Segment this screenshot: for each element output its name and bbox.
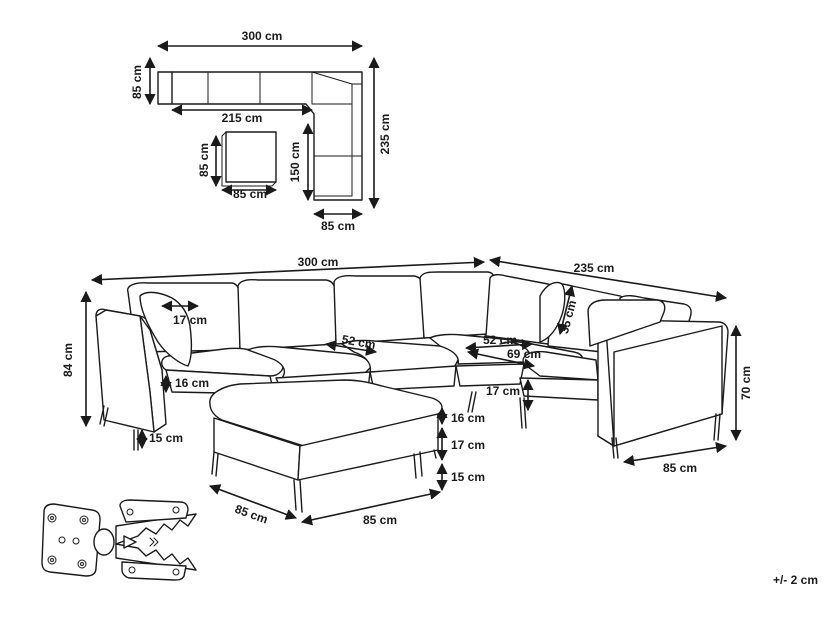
- plan-ottoman-depth-label: 85 cm: [197, 143, 211, 177]
- plan-depth-right-label: 85 cm: [321, 219, 355, 233]
- sofa-height-left-label: 84 cm: [61, 343, 75, 377]
- plan-depth-left-label: 85 cm: [130, 65, 144, 99]
- tolerance-note: +/- 2 cm: [773, 573, 818, 587]
- leg-left-label: 15 cm: [149, 431, 183, 445]
- plan-ottoman: [225, 131, 277, 183]
- sofa-height-right-label: 70 cm: [739, 366, 753, 400]
- seat-thickness-left-label: 16 cm: [175, 376, 209, 390]
- ottoman-top-label: 16 cm: [451, 411, 485, 425]
- sofa-depth-right-label: 85 cm: [663, 461, 697, 475]
- plan-width-top-label: 300 cm: [242, 29, 283, 43]
- perspective-view: 300 cm 235 cm 84 cm 70 cm 85 cm 17 cm 35…: [61, 255, 753, 527]
- seat-height-right-label: 17 cm: [486, 384, 520, 398]
- plan-view: 300 cm 85 cm 215 cm 235 cm 150 cm 85 cm …: [130, 29, 392, 233]
- pillow-width-label: 17 cm: [173, 313, 207, 327]
- plan-inner-top-label: 215 cm: [222, 111, 263, 125]
- seat-width-label: 69 cm: [507, 347, 541, 361]
- plan-inner-right-label: 150 cm: [288, 142, 302, 183]
- sofa-width-total-label: 300 cm: [298, 255, 339, 269]
- plan-sofa-outline: [157, 71, 173, 105]
- sofa-width-right-label: 235 cm: [574, 261, 615, 275]
- plan-height-right-label: 235 cm: [378, 114, 392, 155]
- seat-depth-center-label: 52 cm: [341, 332, 377, 352]
- plan-ottoman-width-label: 85 cm: [233, 187, 267, 201]
- connector-clip-icon: [41, 499, 197, 581]
- ottoman-width-label: 85 cm: [363, 513, 397, 527]
- ottoman-body-label: 17 cm: [451, 438, 485, 452]
- ottoman-leg-label: 15 cm: [451, 470, 485, 484]
- seat-depth-right-label: 52 cm: [483, 333, 517, 347]
